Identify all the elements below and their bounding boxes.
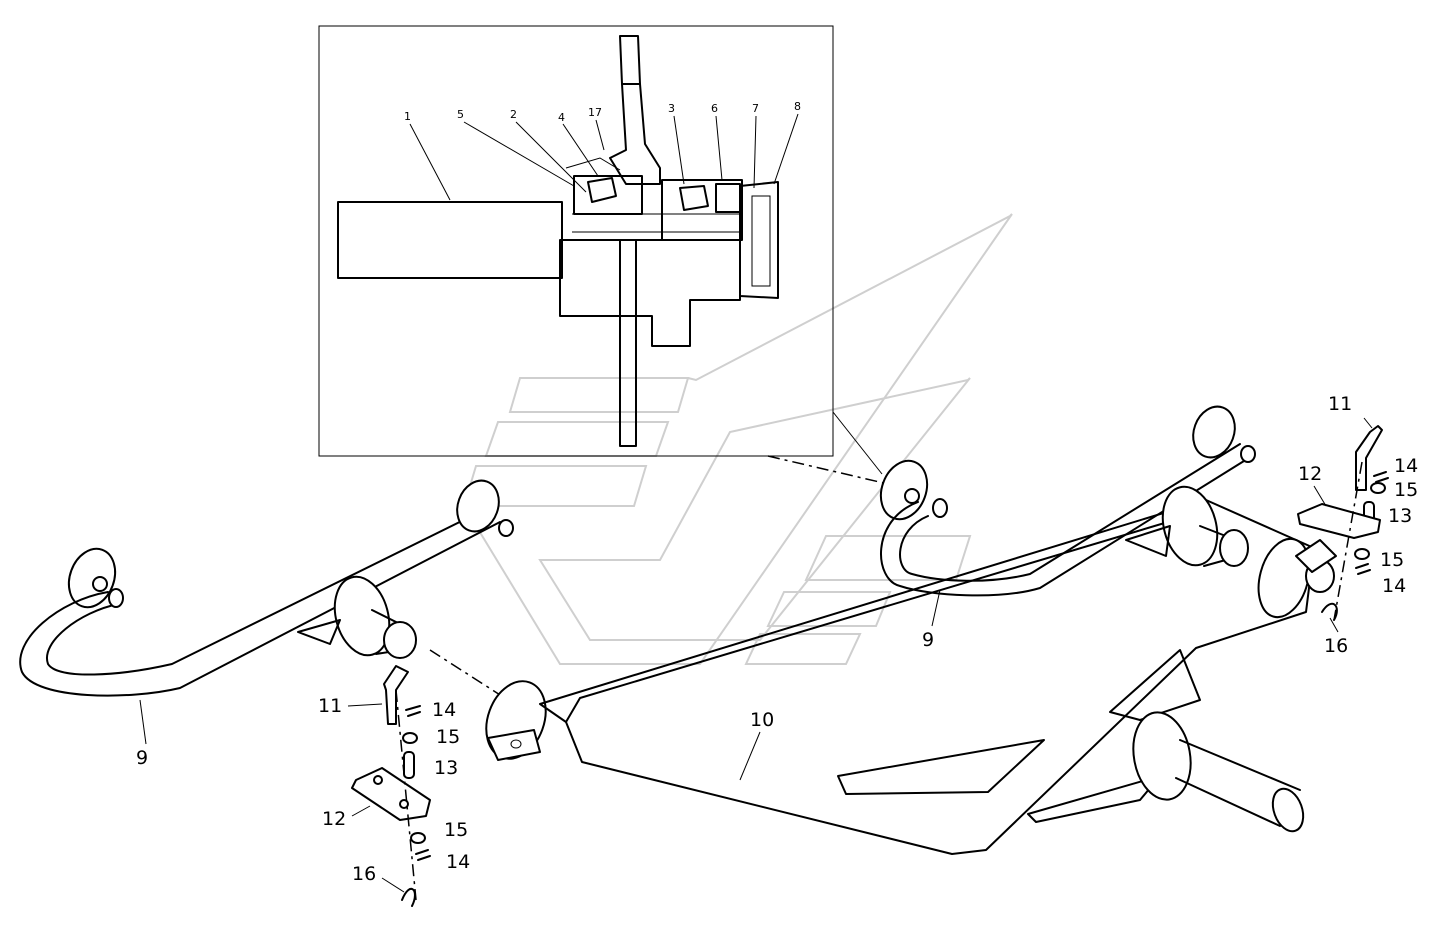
label-14-right-bottom: 14 [1382,575,1406,597]
label-15-left-bottom: 15 [444,819,468,841]
right-pin-stack [1297,417,1389,621]
left-pin-stack [347,665,431,907]
label-12-left: 12 [322,808,346,830]
inset-connector-line [832,411,883,475]
label-9-left: 9 [136,747,148,769]
label-12-right: 12 [1298,463,1322,485]
hub-detail-inset: 1 5 2 4 17 3 6 7 8 [318,25,834,457]
label-13-right: 13 [1388,505,1412,527]
inset-label: 6 [711,102,718,115]
left-axle-assembly [19,479,514,697]
inset-label: 7 [752,102,759,115]
inset-label: 17 [588,106,602,119]
inset-label: 8 [794,100,801,113]
inset-connector-dash [767,455,889,485]
label-14-right-top: 14 [1394,455,1418,477]
right-axle-assembly [879,405,1256,597]
label-15-right-top: 15 [1394,479,1418,501]
label-11-left: 11 [318,695,342,717]
watermark-logo [462,213,1013,665]
label-14-left-bottom: 14 [446,851,470,873]
inset-label: 4 [558,111,565,124]
label-13-left: 13 [434,757,458,779]
label-11-right: 11 [1328,393,1352,415]
label-16-left: 16 [352,863,376,885]
label-10: 10 [750,709,774,731]
inset-label: 1 [404,110,411,123]
center-beam [429,499,1337,855]
label-15-right-bottom: 15 [1380,549,1404,571]
inset-label: 5 [457,108,464,121]
label-14-left-top: 14 [432,699,456,721]
label-15-left-top: 15 [436,726,460,748]
inset-label: 2 [510,108,517,121]
label-16-right: 16 [1324,635,1348,657]
label-9-right: 9 [922,629,934,651]
inset-label: 3 [668,102,675,115]
